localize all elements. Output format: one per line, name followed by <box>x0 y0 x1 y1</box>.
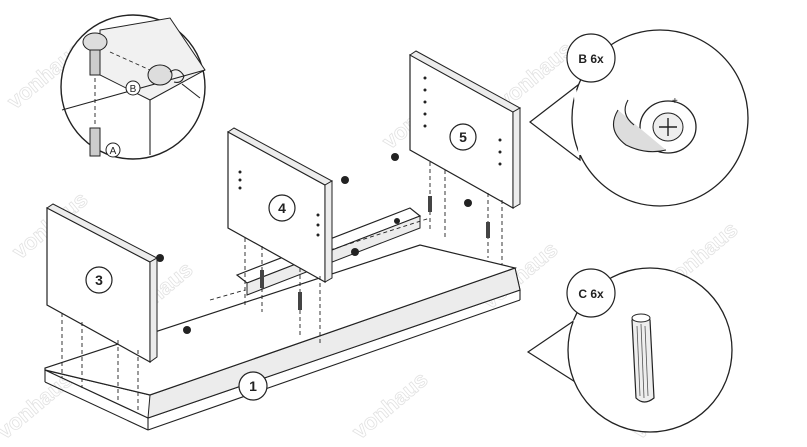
side-panel-4: 4 <box>227 127 359 345</box>
panel-5-number-circle <box>449 123 477 151</box>
cam-screw <box>391 153 399 161</box>
cam-lock-b <box>147 64 173 86</box>
cam-screw <box>183 326 191 334</box>
panel-3-number: 3 <box>95 272 103 288</box>
detail-label-b: B <box>130 84 137 95</box>
panel-4-number: 4 <box>278 200 286 216</box>
callout-b: B 6x + <box>529 29 749 207</box>
cam-screw <box>341 176 349 184</box>
side-panel-3: 3 <box>46 203 191 410</box>
detail-label-a: A <box>110 146 117 157</box>
wooden-dowel-icon <box>631 313 655 403</box>
panel-1-number: 1 <box>249 378 257 394</box>
panel-5-number: 5 <box>459 129 467 145</box>
panel-3-number-circle <box>85 266 113 294</box>
dowel-a <box>89 127 101 157</box>
cam-screw <box>156 254 164 262</box>
cam-screw <box>351 248 359 256</box>
callout-b-label: B 6x <box>578 52 604 66</box>
watermark-11: vonhaus <box>347 367 432 444</box>
detail-magnifier: A B <box>60 14 206 160</box>
base-panel: 1 <box>44 244 521 431</box>
callout-c: C 6x <box>526 267 733 433</box>
cam-screw <box>464 199 472 207</box>
panel-4-number-circle <box>268 194 296 222</box>
side-panel-5: 5 <box>391 50 522 265</box>
cam-lock-fitting-icon: + <box>612 96 697 154</box>
panel-1-number-circle <box>238 371 268 401</box>
svg-text:+: + <box>672 96 678 107</box>
callout-c-label: C 6x <box>578 287 604 301</box>
